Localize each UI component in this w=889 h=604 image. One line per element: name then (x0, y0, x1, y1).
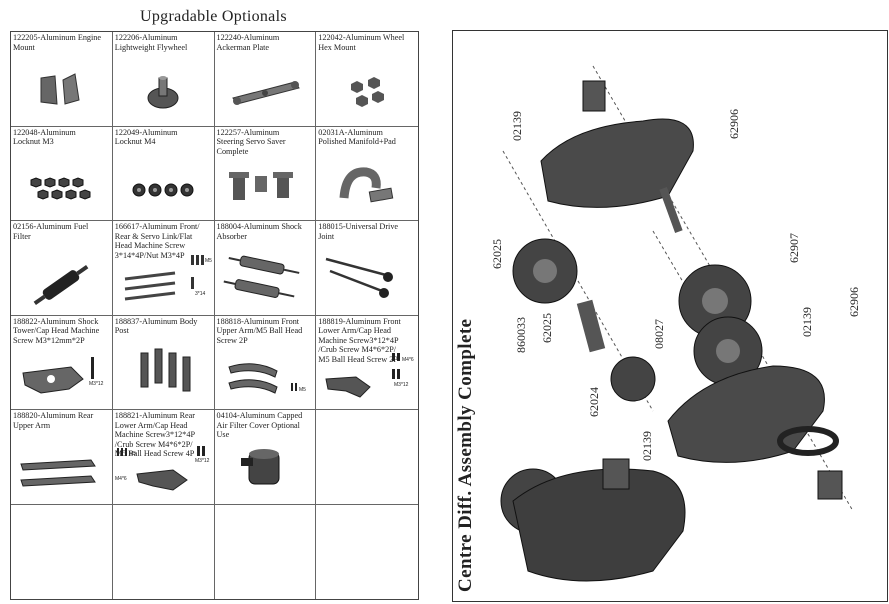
part-label: 122049-Aluminum Locknut M4 (114, 127, 178, 147)
gear-icon (610, 356, 656, 402)
air-filter-icon (240, 448, 279, 484)
part-label: 188818-Aluminum Front Upper Arm/M5 Ball … (216, 316, 303, 345)
part-number: 08027 (652, 319, 666, 349)
empty-cell (215, 504, 317, 599)
servo-saver-icon (228, 172, 293, 200)
part-label: 122206-Aluminum Lightweight Flywheel (114, 33, 188, 52)
part-label: 02156-Aluminum Fuel Filter (13, 222, 89, 241)
optional-cell: 122257-Aluminum Steering Servo Saver Com… (214, 126, 317, 221)
part-label: 188822-Aluminum Shock Tower/Cap Head Mac… (13, 316, 100, 345)
part-label: 02031A-Aluminum Polished Manifold+Pad (318, 127, 396, 147)
shock-tower-icon: M3*12 (22, 357, 104, 394)
engine-mount-icon (40, 72, 80, 105)
diagram-panel: 02139 62906 62025 62907 860033 62025 080… (452, 30, 888, 602)
rear-lower-arm-icon: M5 M4*6 M3*12 (115, 445, 210, 491)
manifold-icon (339, 167, 394, 203)
part-number: 860033 (514, 317, 528, 353)
part-label: 04104-Aluminum Capped Air Filter Cover O… (216, 411, 303, 440)
part-number: 62025 (540, 313, 554, 343)
optional-cell: 188818-Aluminum Front Upper Arm/M5 Ball … (214, 315, 317, 410)
part-label: 188837-Aluminum Body Post (114, 316, 198, 336)
size-tag: M5 (205, 258, 212, 264)
ackerman-plate-icon (231, 80, 300, 105)
centre-diff-diagram: 02139 62906 62025 62907 860033 62025 080… (490, 65, 861, 582)
flywheel-icon (147, 75, 179, 108)
part-label: 122240-Aluminum Ackerman Plate (216, 33, 280, 52)
bearing-icon (582, 80, 606, 112)
size-tag: M3*12 (195, 458, 210, 464)
drive-joint-icon (325, 257, 394, 298)
optionals-grid: 122205-Aluminum Engine Mount 122206-Alum… (10, 31, 419, 600)
servo-link-icon: M5 3*14 (124, 254, 212, 300)
part-number: 62025 (490, 239, 504, 269)
part-label: 166617-Aluminum Front/ Rear & Servo Link… (114, 222, 200, 260)
part-label: 188820-Aluminum Rear Upper Arm (13, 411, 94, 430)
optional-cell: 122042-Aluminum Wheel Hex Mount (316, 32, 418, 127)
optional-cell: 166617-Aluminum Front/ Rear & Servo Link… (112, 221, 215, 316)
optional-cell: 122206-Aluminum Lightweight Flywheel (112, 32, 215, 127)
optional-cell: 122048-Aluminum Locknut M3 (11, 126, 113, 221)
part-number: 62906 (847, 287, 861, 317)
optional-cell: 02156-Aluminum Fuel Filter (11, 221, 113, 316)
size-tag: M3*12 (89, 381, 104, 387)
part-number: 62907 (787, 233, 801, 263)
part-number: 62906 (727, 109, 741, 139)
empty-cell (11, 504, 113, 599)
diagram-title: Centre Diff. Assembly Complete (455, 318, 476, 592)
part-label: 122205-Aluminum Engine Mount (13, 33, 102, 52)
fuel-filter-icon (33, 264, 89, 305)
part-number: 02139 (800, 307, 814, 337)
part-number: 02139 (510, 111, 524, 141)
part-label: 188821-Aluminum Rear Lower Arm/Cap Head … (114, 411, 196, 459)
shock-absorber-icon (223, 255, 299, 298)
size-tag: M3*12 (394, 382, 409, 388)
optional-cell: 02031A-Aluminum Polished Manifold+Pad (316, 127, 418, 221)
part-label: 122042-Aluminum Wheel Hex Mount (318, 33, 405, 52)
size-tag: M5 (129, 451, 136, 457)
optional-cell: 188821-Aluminum Rear Lower Arm/Cap Head … (112, 410, 215, 505)
empty-cell (316, 410, 418, 505)
locknut-m3-icon (30, 177, 91, 200)
part-number: 62024 (587, 387, 601, 417)
optional-cell: 188820-Aluminum Rear Upper Arm (11, 410, 113, 505)
part-number: 02139 (640, 431, 654, 461)
front-lower-arm-icon: M4*6 M3*12 (325, 353, 414, 398)
locknut-m4-icon (132, 183, 194, 197)
rear-upper-arm-icon (20, 458, 96, 487)
empty-cell (113, 504, 215, 599)
body-post-icon (140, 348, 191, 392)
optional-cell: 188015-Universal Drive Joint (316, 221, 418, 316)
size-tag: M4*6 (115, 476, 127, 482)
optional-cell: 04104-Aluminum Capped Air Filter Cover O… (214, 410, 317, 505)
optional-cell: 188004-Aluminum Shock Absorber (214, 221, 317, 316)
optional-cell: 122240-Aluminum Ackerman Plate (214, 32, 317, 127)
part-label: 188004-Aluminum Shock Absorber (216, 222, 302, 241)
size-tag: M5 (299, 387, 306, 393)
empty-cell (316, 505, 418, 600)
page-title: Upgradable Optionals (140, 8, 287, 25)
part-label: 122257-Aluminum Steering Servo Saver Com… (216, 127, 286, 156)
optional-cell: 188819-Aluminum Front Lower Arm/Cap Head… (316, 316, 418, 410)
front-upper-arm-icon: M5 (227, 363, 306, 394)
part-label: 188015-Universal Drive Joint (318, 222, 399, 241)
optional-cell: 122205-Aluminum Engine Mount (11, 32, 113, 127)
optional-cell: 188822-Aluminum Shock Tower/Cap Head Mac… (11, 315, 113, 410)
size-tag: M4*6 (402, 357, 414, 363)
part-label: 122048-Aluminum Locknut M3 (13, 127, 76, 147)
part-label: 188819-Aluminum Front Lower Arm/Cap Head… (318, 316, 401, 364)
hex-mount-icon (351, 76, 385, 107)
optional-cell: 122049-Aluminum Locknut M4 (112, 126, 215, 221)
optional-cell: 188837-Aluminum Body Post (112, 315, 215, 410)
size-tag: 3*14 (195, 291, 206, 297)
